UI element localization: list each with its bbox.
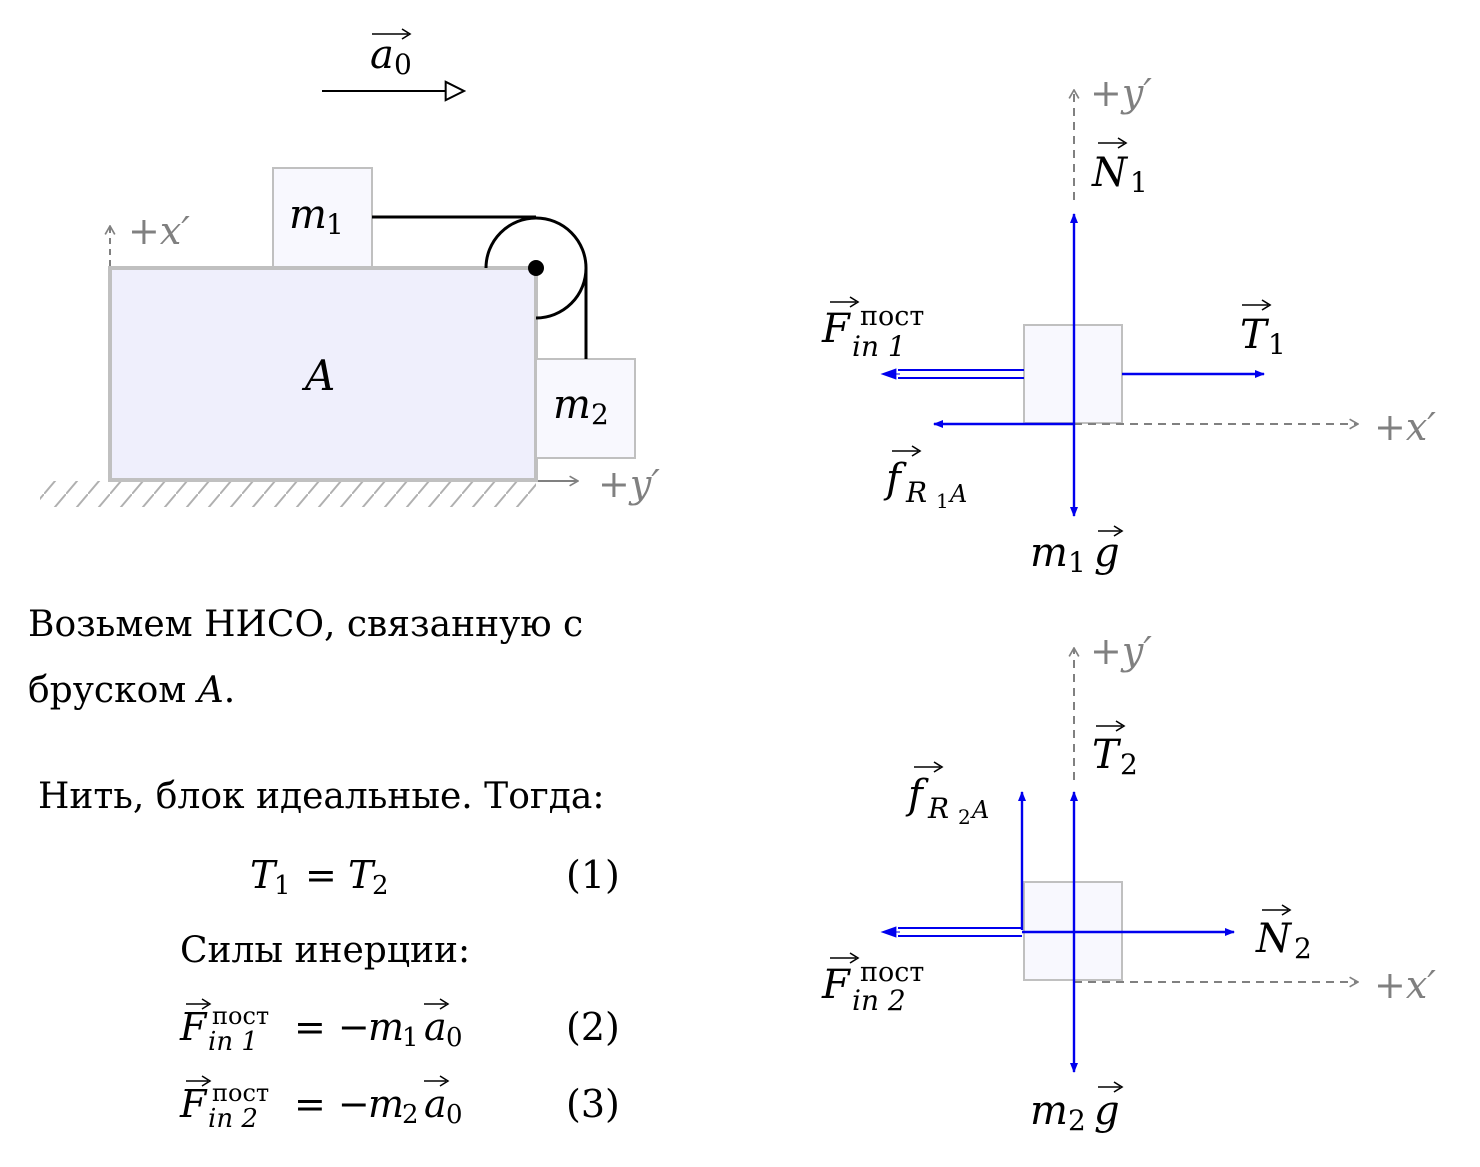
svg-text:in 1: in 1 — [208, 1027, 258, 1057]
mass-m2-label: m — [553, 382, 591, 428]
svg-text:= −: = − — [294, 1005, 370, 1049]
pulley — [484, 216, 588, 320]
fbd-m1: +y′ +x′ N 1 m 1 g T 1 F пост in 1 — [821, 71, 1436, 579]
svg-text:1: 1 — [936, 489, 949, 513]
svg-text:1: 1 — [1068, 546, 1086, 579]
svg-text:F: F — [179, 1082, 208, 1126]
block-A — [108, 266, 538, 482]
fbd2-axis-y-label: +y′ — [1090, 629, 1152, 673]
svg-text:1: 1 — [326, 208, 344, 241]
svg-text:2: 2 — [958, 805, 971, 829]
fbd2-axis-x-label: +x′ — [1374, 963, 1436, 1007]
fbd1-tension-label: T — [1240, 312, 1270, 358]
svg-text:T: T — [348, 853, 376, 897]
svg-text:a: a — [424, 1082, 447, 1126]
fbd2-normal-label: N — [1255, 916, 1293, 962]
setup-axis-y-label: +y′ — [598, 462, 660, 506]
svg-text:0: 0 — [394, 48, 412, 81]
svg-text:2: 2 — [1294, 932, 1312, 965]
svg-text:A: A — [970, 796, 989, 824]
svg-text:0: 0 — [446, 1023, 463, 1053]
fbd1-axis-y-label: +y′ — [1090, 71, 1152, 115]
svg-text:g: g — [1094, 530, 1120, 576]
equation-1: T 1 = T 2 (1) — [250, 853, 620, 901]
inertia-heading: Силы инерции: — [180, 930, 470, 971]
explanation-text: Возьмем НИСО, связанную с бруском A. Нит… — [28, 604, 620, 1134]
ground-hatching — [40, 481, 536, 507]
fbd1-gravity-label: m — [1030, 530, 1068, 576]
equation-2: F пост in 1 = − m 1 a 0 (2) — [179, 998, 620, 1057]
equation-2-number: (2) — [566, 1005, 620, 1049]
svg-text:пост: пост — [212, 1002, 269, 1030]
mass-m1 — [272, 167, 373, 268]
fbd2-gravity-label: m — [1030, 1088, 1068, 1134]
svg-text:1: 1 — [274, 871, 291, 901]
svg-text:= −: = − — [294, 1082, 370, 1126]
mass-m2 — [535, 358, 636, 459]
block-A-label: A — [301, 351, 335, 400]
ideal-statement: Нить, блок идеальные. Тогда: — [38, 776, 605, 817]
svg-text:a: a — [424, 1005, 447, 1049]
intro-line-2: бруском A. — [28, 670, 235, 711]
svg-text:2: 2 — [591, 398, 609, 431]
svg-text:пост: пост — [860, 301, 924, 332]
svg-text:F: F — [179, 1005, 208, 1049]
acceleration-label: a — [370, 32, 394, 78]
svg-text:0: 0 — [446, 1100, 463, 1130]
equation-1-number: (1) — [566, 853, 620, 897]
svg-text:R: R — [927, 792, 949, 825]
fbd-m2: +y′ +x′ T 2 f R 2 A N 2 F пост in 2 — [821, 629, 1436, 1137]
fbd1-normal-label: N — [1091, 150, 1129, 196]
fbd1-friction-label: f — [883, 456, 907, 502]
mass-m1-label: m — [289, 192, 327, 238]
svg-text:пост: пост — [212, 1079, 269, 1107]
svg-text:1: 1 — [402, 1023, 419, 1053]
svg-text:in 1: in 1 — [852, 330, 906, 363]
svg-text:2: 2 — [372, 871, 389, 901]
intro-line-1: Возьмем НИСО, связанную с — [28, 604, 583, 645]
svg-text:1: 1 — [1130, 166, 1148, 199]
equation-3-number: (3) — [566, 1082, 620, 1126]
svg-text:m: m — [368, 1082, 404, 1126]
svg-text:2: 2 — [402, 1100, 419, 1130]
svg-text:2: 2 — [1068, 1104, 1086, 1137]
svg-text:in 2: in 2 — [208, 1104, 258, 1134]
fbd2-inertial-label: F — [821, 962, 851, 1008]
fbd2-friction-label: f — [905, 772, 929, 818]
setup-axis-x-label: +x′ — [128, 209, 190, 253]
fbd1-axis-x-label: +x′ — [1374, 405, 1436, 449]
equation-3: F пост in 2 = − m 2 a 0 (3) — [179, 1075, 620, 1134]
setup-diagram: a 0 A m 1 m 2 +x′ +y′ — [40, 28, 660, 507]
svg-text:in 2: in 2 — [852, 984, 906, 1017]
svg-text:2: 2 — [1120, 748, 1138, 781]
fbd1-inertial-label: F — [821, 306, 851, 352]
svg-text:=: = — [305, 853, 337, 897]
svg-text:R: R — [905, 476, 927, 509]
svg-text:пост: пост — [860, 957, 924, 988]
svg-text:A: A — [948, 480, 967, 508]
svg-text:m: m — [368, 1005, 404, 1049]
svg-text:g: g — [1094, 1088, 1120, 1134]
pulley-axle — [528, 260, 544, 276]
fbd2-tension-label: T — [1092, 732, 1122, 778]
svg-text:1: 1 — [1268, 328, 1286, 361]
svg-text:T: T — [250, 853, 278, 897]
